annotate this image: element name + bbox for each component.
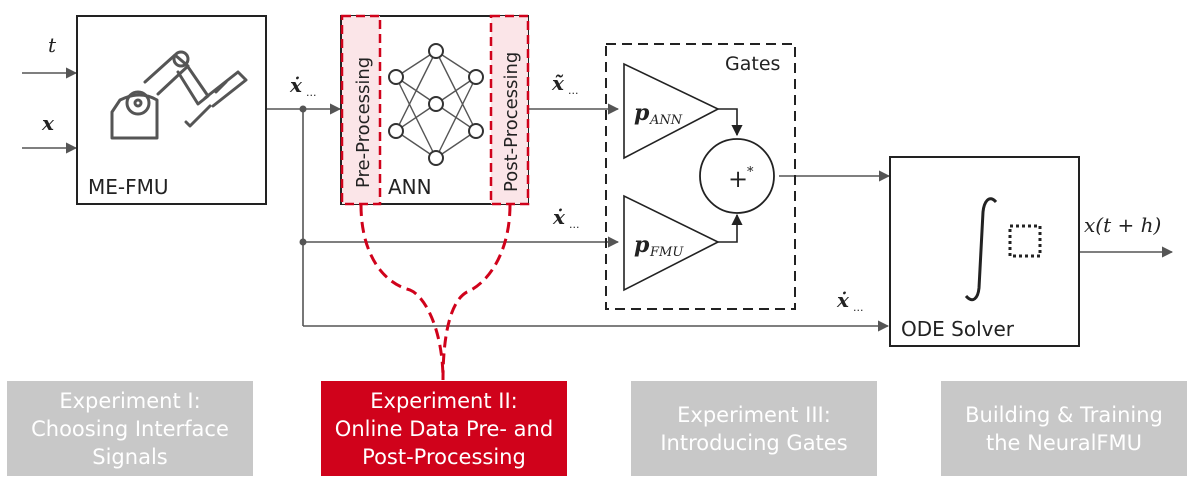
fmu-gate-to-sum-arrow [718,213,743,243]
pre-processing-connector [359,204,445,381]
experiment-1-box: Experiment I: Choosing Interface Signals [7,381,253,476]
input-x-label: x [41,111,55,135]
sum-node [699,138,775,214]
connections [22,67,1174,332]
xdot-signal-label: ẋ ... [836,288,864,314]
ann-gate-amplifier [623,62,720,160]
sum-operator: + [728,165,748,193]
integral-icon [964,197,998,302]
placeholder-box-icon [1008,224,1042,258]
experiment-1-line: Choosing Interface [31,416,229,441]
p-ann-label: p ANN [634,100,683,128]
pre-processing-box [340,14,382,206]
experiment-3-line: Experiment III: [677,402,831,427]
fmu-label: ME-FMU [88,175,169,199]
xtilde-signal-label: x̃ ... [551,71,579,97]
me-fmu-block [76,15,267,205]
sum-superscript: * [747,165,754,180]
svg-text:ẋ: ẋ [552,205,566,229]
post-processing-label: Post-Processing [501,52,522,192]
input-t-label: t [48,33,57,57]
xdot-signal-label: ẋ ... [289,73,317,99]
post-processing-connector [441,204,512,381]
experiment-3-box: Experiment III: Introducing Gates [631,381,877,476]
junction-dot [299,238,307,246]
ode-solver-label: ODE Solver [901,317,1015,341]
experiment-4-line: the NeuralFMU [986,430,1142,455]
p-fmu-label: p FMU [634,232,684,260]
svg-text:FMU: FMU [649,245,684,260]
experiment-4-box: Building & Training the NeuralFMU [941,381,1187,476]
fmu-gate-amplifier [623,194,720,292]
experiment-4-line: Building & Training [965,402,1163,427]
post-processing-box [489,14,530,206]
svg-text:p: p [634,232,650,258]
junction-dot [299,105,307,113]
svg-text:...: ... [853,301,864,314]
svg-text:ẋ: ẋ [289,73,303,97]
experiment-2-line: Experiment II: [370,388,518,413]
ann-gate-to-sum-arrow [718,108,743,137]
experiment-2-line: Post-Processing [362,444,526,469]
experiment-2-box: Experiment II: Online Data Pre- and Post… [321,381,567,476]
pre-processing-label: Pre-Processing [353,57,374,188]
gates-block [605,43,796,310]
experiment-1-line: Signals [92,444,168,469]
svg-text:...: ... [568,84,579,97]
neural-network-icon [388,43,484,166]
svg-text:...: ... [306,86,317,99]
svg-text:...: ... [569,218,580,231]
xdot-signal-label: ẋ ... [552,205,580,231]
svg-text:ANN: ANN [649,113,683,128]
experiment-3-line: Introducing Gates [660,430,848,455]
experiment-2-line: Online Data Pre- and [334,416,554,441]
ode-solver-block [889,156,1080,347]
svg-text:ẋ: ẋ [836,288,850,312]
solver-output-label: x(t + h) [1084,213,1161,237]
svg-text:p: p [634,100,650,126]
robot-arm-icon [110,50,248,140]
ann-label: ANN [388,175,432,199]
experiment-1-line: Experiment I: [59,388,201,413]
gates-label: Gates [725,53,780,75]
svg-text:x̃: x̃ [551,71,565,95]
